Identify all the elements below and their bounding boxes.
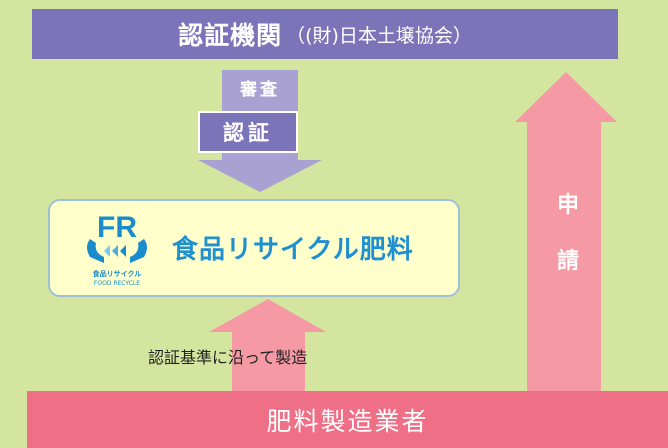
product-name: 食品リサイクル肥料 [172,235,414,265]
fr-logo-letters: FR [97,211,137,244]
application-char-1: 申 [556,193,579,218]
manufacturing-label: 認証基準に沿って製造 [148,348,308,367]
manufacturing-arrow [209,299,326,391]
logo-caption-jp: 食品リサイクル [92,270,142,278]
certification-body-bar: 認証機関 （(財)日本土壌協会） [32,9,618,59]
application-arrow [515,72,617,391]
logo-caption-en: FOOD RECYCLE [93,280,141,287]
product-box: FR 食品リサイクル FOOD RECYCLE 食品リサイクル肥料 [48,199,460,297]
review-label: 審査 [222,70,298,104]
certification-body-title: 認証機関 [178,21,283,50]
application-label: 申 請 [528,178,608,290]
fr-logo-icon: FR 食品リサイクル FOOD RECYCLE [78,209,156,291]
application-char-2: 請 [556,249,579,274]
manufacturer-bar: 肥料製造業者 [27,391,668,448]
certification-label: 認証 [198,111,298,153]
certification-body-subtitle: （(財)日本土壌協会） [286,24,472,47]
